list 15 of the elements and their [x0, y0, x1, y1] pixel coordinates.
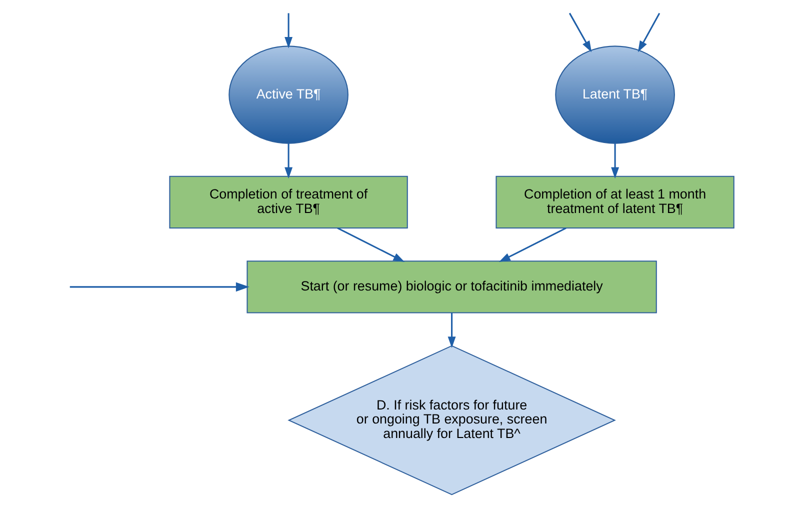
- arrow: [610, 144, 619, 179]
- arrow: [336, 227, 404, 262]
- arrow: [498, 227, 566, 262]
- arrow: [69, 282, 249, 292]
- node-box: Start (or resume) biologic or tofacitinib immediately: [246, 260, 656, 314]
- arrow: [284, 144, 292, 179]
- node-ellipse: Latent TB¶: [554, 46, 674, 144]
- node-diamond: D. If risk factors for future or ongoing TB exposure, screen annually for Latent TB^: [287, 345, 616, 496]
- node-ellipse: Active TB¶: [228, 46, 348, 144]
- arrow: [447, 312, 456, 348]
- arrow: [284, 13, 292, 48]
- node-box: Completion of treatment of active TB¶: [168, 176, 408, 229]
- node-box: Completion of at least 1 month treatment of latent TB¶: [495, 176, 734, 229]
- arrow: [637, 12, 660, 52]
- arrow: [568, 12, 592, 52]
